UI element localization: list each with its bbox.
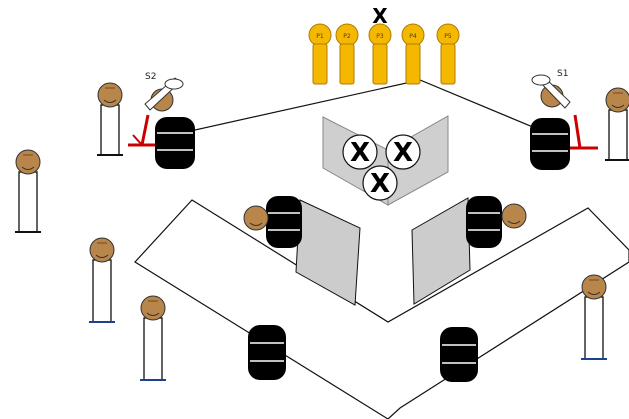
lineup-tag: P2	[343, 33, 351, 40]
stool	[440, 327, 478, 382]
svg-text:X: X	[370, 169, 390, 199]
lineup-tag: P1	[316, 33, 324, 40]
person-standing	[581, 274, 607, 360]
stool	[155, 117, 195, 169]
stool	[466, 196, 502, 248]
lineup-figure: P1	[308, 23, 332, 85]
v-table	[134, 199, 629, 419]
lineup-tag: P4	[409, 33, 417, 40]
x-mark-icon: X	[385, 134, 421, 170]
person-standing	[15, 149, 41, 233]
lineup-group: P1 P2 P3 P4 P5	[308, 23, 460, 85]
stool	[248, 325, 286, 380]
svg-text:X: X	[350, 138, 370, 168]
lineup-figure: P5	[436, 23, 460, 85]
person-standing	[97, 82, 123, 156]
lineup-tag: P3	[376, 33, 384, 40]
person-standing	[605, 87, 629, 161]
camera-label-right: S1	[557, 69, 568, 79]
lineup-figure: P4	[401, 23, 425, 85]
panel-right	[411, 197, 471, 305]
svg-text:X: X	[393, 138, 413, 168]
person-standing	[89, 237, 115, 323]
panel-left	[295, 199, 361, 306]
camera-link-line	[194, 79, 541, 131]
x-mark-icon: X	[372, 4, 388, 28]
camera-stand-right: S1	[530, 69, 598, 170]
person-seated-left	[243, 205, 269, 231]
x-mark-icon: X	[362, 165, 398, 201]
display-board: X X X	[322, 115, 449, 206]
stool	[266, 196, 302, 248]
lineup-tag: P5	[444, 33, 452, 40]
person-standing	[140, 295, 166, 381]
lineup-figure: P3	[368, 23, 392, 85]
stool	[530, 118, 570, 170]
camera-stand-left: S2	[128, 72, 195, 169]
lineup-figure: P2	[335, 23, 359, 85]
x-mark-icon: X	[342, 134, 378, 170]
camera-label-left: S2	[145, 72, 156, 82]
person-seated-right	[501, 203, 527, 229]
svg-text:X: X	[372, 4, 388, 28]
